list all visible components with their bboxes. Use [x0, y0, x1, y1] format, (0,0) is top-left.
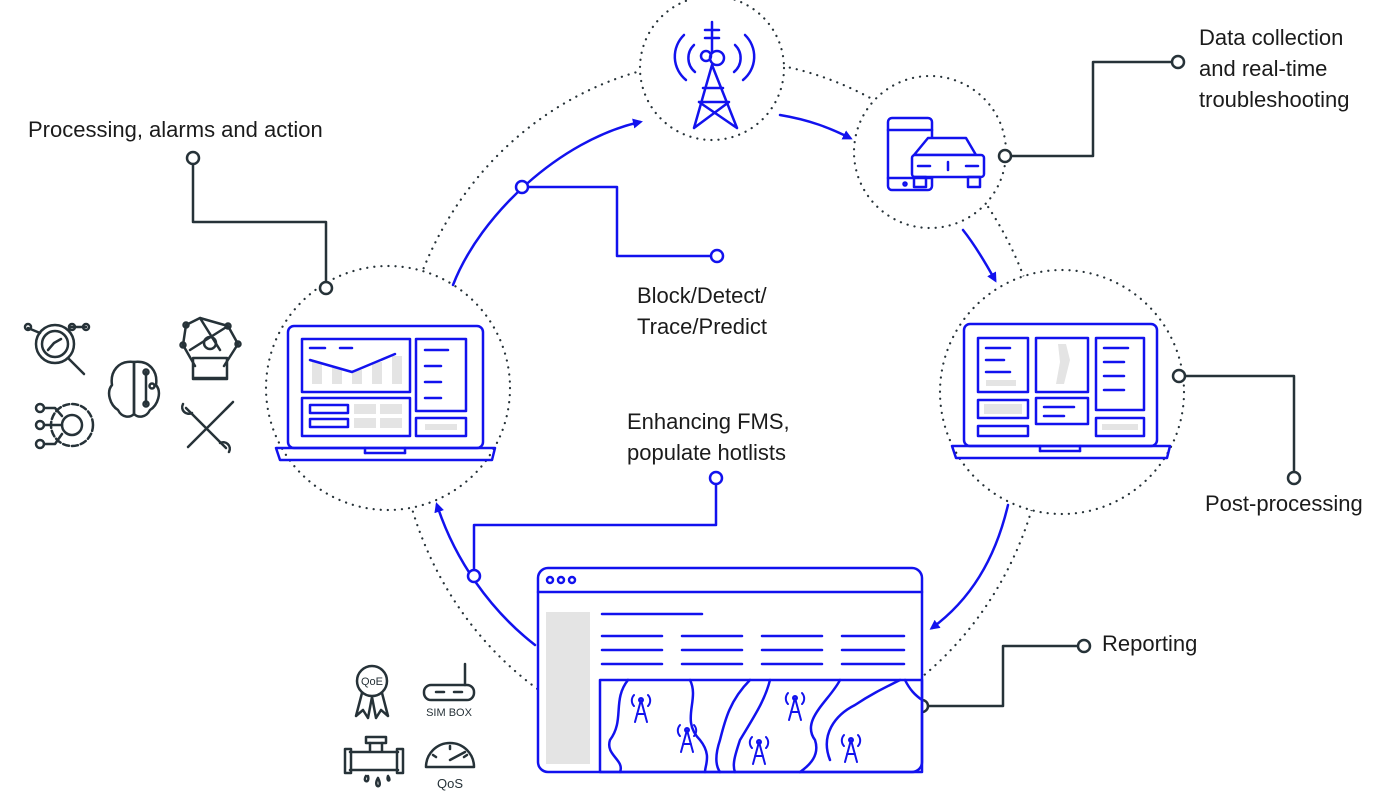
- arrow-postproc-to-report: [929, 503, 1010, 630]
- qoe-award-icon: QoE: [354, 664, 390, 720]
- label-line: Data collection: [1199, 25, 1344, 50]
- callout-dot: [1170, 54, 1186, 70]
- cell-tower-icon: [673, 20, 756, 130]
- analytics-magnifier-icon: [23, 322, 91, 376]
- label-block-detect: Block/Detect/ Trace/Predict: [637, 280, 767, 342]
- processing-laptop-icon: [274, 324, 497, 462]
- arrow-processing-to-tower: [451, 118, 643, 287]
- qos-label: QoS: [437, 776, 463, 791]
- callout-dot: [1171, 368, 1187, 384]
- callout-post-processing: [1183, 374, 1296, 474]
- label-line: Block/Detect/: [637, 283, 767, 308]
- sim-box-label: SIM BOX: [426, 707, 473, 719]
- post-processing-laptop-icon: [950, 322, 1172, 460]
- callout-dot: [318, 280, 334, 296]
- arrow-car-to-postproc: [961, 228, 997, 283]
- callout-dot: [708, 470, 724, 486]
- callout-dot: [185, 150, 201, 166]
- label-post-processing: Post-processing: [1205, 491, 1363, 516]
- callout-dot: [1076, 638, 1092, 654]
- reporting-dashboard-icon: [536, 566, 924, 774]
- sim-box-router-icon: SIM BOX: [422, 662, 476, 719]
- callout-data-collection: [1009, 60, 1174, 158]
- callout-dot: [514, 179, 530, 195]
- brain-circuit-icon: [107, 360, 161, 418]
- label-reporting: Reporting: [1102, 631, 1198, 656]
- label-data-collection: Data collection and real-time troublesho…: [1199, 22, 1349, 115]
- tools-wrench-screwdriver-icon: [181, 400, 235, 454]
- callout-dot: [709, 248, 725, 264]
- callout-dot: [997, 148, 1013, 164]
- label-enhancing: Enhancing FMS, populate hotlists: [627, 406, 790, 468]
- leaking-pipe-icon: [343, 735, 405, 788]
- report-table-lines: [600, 634, 906, 666]
- phone-car-icon: [886, 116, 986, 192]
- qoe-label: QoE: [361, 676, 383, 688]
- tower-node-circle: [638, 0, 786, 142]
- arrow-tower-to-car: [778, 113, 853, 140]
- qos-speedometer-icon: QoS: [424, 741, 476, 791]
- callout-enhancing: [472, 482, 718, 578]
- callout-dot: [1286, 470, 1302, 486]
- callout-dot: [466, 568, 482, 584]
- callout-processing: [191, 162, 328, 284]
- gear-circuit-icon: [34, 402, 95, 450]
- label-line: Enhancing FMS,: [627, 409, 790, 434]
- label-line: troubleshooting: [1199, 87, 1350, 112]
- label-line: Trace/Predict: [637, 314, 768, 339]
- callout-reporting: [926, 644, 1080, 708]
- label-line: and real-time: [1199, 56, 1328, 81]
- label-processing: Processing, alarms and action: [28, 117, 323, 142]
- callout-block: [520, 185, 714, 258]
- map-tower-markers: [630, 692, 862, 765]
- label-line: populate hotlists: [627, 440, 786, 465]
- network-analyst-laptop-icon: [179, 316, 242, 381]
